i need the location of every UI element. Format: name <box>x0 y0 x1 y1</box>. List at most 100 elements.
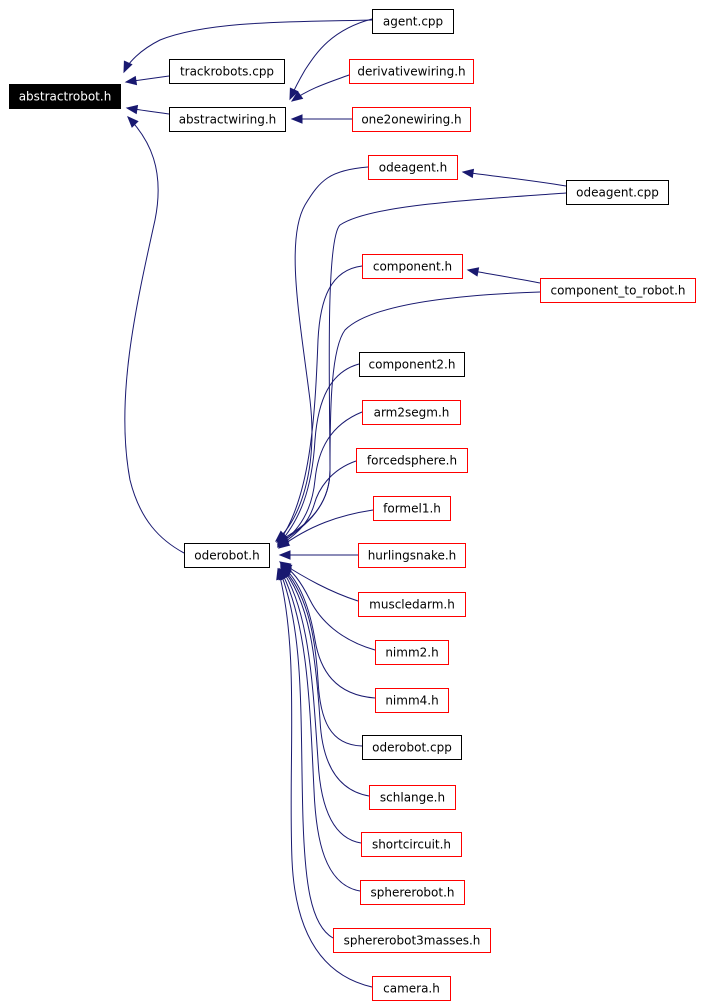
node-box[interactable] <box>184 543 270 568</box>
node-agent-cpp[interactable]: agent.cpp <box>372 9 454 34</box>
node-box[interactable] <box>372 9 454 34</box>
node-box[interactable] <box>360 880 465 905</box>
node-box[interactable] <box>359 352 465 377</box>
arrowhead <box>125 104 139 115</box>
node-sphererobot3masses[interactable]: sphererobot3masses.h <box>333 928 491 953</box>
node-label: derivativewiring.h <box>357 65 465 79</box>
edge-line <box>280 565 363 747</box>
node-label: forcedsphere.h <box>367 454 457 468</box>
node-component2[interactable]: component2.h <box>359 352 465 377</box>
edge-oderobot_h-to-abstractrobot <box>124 116 185 554</box>
node-label: muscledarm.h <box>369 598 455 612</box>
node-hurlingsnake[interactable]: hurlingsnake.h <box>358 543 466 568</box>
edge-line <box>123 19 373 73</box>
node-abstractrobot[interactable]: abstractrobot.h <box>9 84 121 109</box>
node-label: nimm4.h <box>385 694 438 708</box>
edge-line <box>278 509 374 549</box>
node-muscledarm[interactable]: muscledarm.h <box>358 592 466 617</box>
node-label: abstractrobot.h <box>19 90 112 104</box>
edge-schlange-to-oderobot_h <box>280 565 370 797</box>
node-box[interactable] <box>372 976 451 1001</box>
node-label: formel1.h <box>383 502 441 516</box>
node-nimm4[interactable]: nimm4.h <box>375 688 449 713</box>
edge-odeagent_cpp-to-odeagent_h <box>461 168 567 187</box>
node-derivativewiring[interactable]: derivativewiring.h <box>349 59 474 84</box>
edge-component_to_robot-to-component_h <box>466 267 541 284</box>
edge-line <box>277 460 357 548</box>
node-shortcircuit[interactable]: shortcircuit.h <box>361 832 462 857</box>
arrowhead <box>466 267 480 277</box>
node-label: component.h <box>373 260 452 274</box>
node-forcedsphere[interactable]: forcedsphere.h <box>356 448 468 473</box>
node-arm2segm[interactable]: arm2segm.h <box>362 400 461 425</box>
edge-forcedsphere-to-oderobot_h <box>276 460 357 548</box>
node-label: agent.cpp <box>383 15 443 29</box>
edge-line <box>124 116 185 554</box>
node-label: camera.h <box>383 982 440 996</box>
node-box[interactable] <box>368 155 458 180</box>
node-sphererobot[interactable]: sphererobot.h <box>360 880 465 905</box>
edge-line <box>280 566 370 797</box>
node-box[interactable] <box>373 496 451 521</box>
edge-agent_cpp-to-abstractwiring <box>289 18 373 101</box>
node-oderobot-h[interactable]: oderobot.h <box>184 543 270 568</box>
node-box[interactable] <box>9 84 121 109</box>
node-label: oderobot.h <box>194 549 259 563</box>
node-box[interactable] <box>375 688 449 713</box>
node-box[interactable] <box>540 278 696 303</box>
node-box[interactable] <box>358 543 466 568</box>
arrowhead <box>461 168 475 179</box>
node-box[interactable] <box>352 107 471 132</box>
edge-trackrobots-to-abstractrobot <box>124 75 170 86</box>
edge-line <box>280 564 376 699</box>
edge-line <box>462 171 567 187</box>
node-box[interactable] <box>375 640 449 665</box>
edge-line <box>278 568 334 939</box>
node-box[interactable] <box>566 180 669 205</box>
node-label: sphererobot3masses.h <box>344 934 481 948</box>
node-box[interactable] <box>169 59 285 84</box>
node-label: component2.h <box>369 358 456 372</box>
node-label: sphererobot.h <box>370 886 454 900</box>
node-formel1[interactable]: formel1.h <box>373 496 451 521</box>
node-odeagent-cpp[interactable]: odeagent.cpp <box>566 180 669 205</box>
arrowhead <box>277 537 291 549</box>
edge-line <box>275 166 369 542</box>
node-nimm2[interactable]: nimm2.h <box>375 640 449 665</box>
node-box[interactable] <box>369 785 456 810</box>
node-label: trackrobots.cpp <box>180 65 274 79</box>
node-one2onewiring[interactable]: one2onewiring.h <box>352 107 471 132</box>
node-oderobot-cpp[interactable]: oderobot.cpp <box>362 735 462 760</box>
edge-derivativewiring-to-abstractwiring <box>290 74 350 102</box>
node-component-h[interactable]: component.h <box>362 254 463 279</box>
node-label: shortcircuit.h <box>372 838 451 852</box>
node-box[interactable] <box>333 928 491 953</box>
edge-arm2segm-to-oderobot_h <box>276 411 363 547</box>
node-box[interactable] <box>169 107 286 132</box>
node-odeagent-h[interactable]: odeagent.h <box>368 155 458 180</box>
node-box[interactable] <box>349 59 474 84</box>
node-box[interactable] <box>362 400 461 425</box>
edge-line <box>277 363 360 546</box>
node-box[interactable] <box>358 592 466 617</box>
edge-line <box>277 265 363 544</box>
arrowhead <box>278 550 291 560</box>
node-label: one2onewiring.h <box>361 113 461 127</box>
node-box[interactable] <box>362 735 462 760</box>
node-abstractwiring[interactable]: abstractwiring.h <box>169 107 286 132</box>
node-box[interactable] <box>361 832 462 857</box>
arrowhead <box>276 567 286 581</box>
node-schlange[interactable]: schlange.h <box>369 785 456 810</box>
node-camera[interactable]: camera.h <box>372 976 451 1001</box>
arrowhead <box>290 114 303 124</box>
edge-line <box>467 269 541 284</box>
node-box[interactable] <box>362 254 463 279</box>
node-trackrobots[interactable]: trackrobots.cpp <box>169 59 285 84</box>
node-box[interactable] <box>356 448 468 473</box>
node-component-to-robot[interactable]: component_to_robot.h <box>540 278 696 303</box>
node-label: hurlingsnake.h <box>368 549 457 563</box>
node-label: component_to_robot.h <box>550 284 685 298</box>
arrowhead <box>123 60 133 74</box>
edges-layer <box>123 18 567 988</box>
